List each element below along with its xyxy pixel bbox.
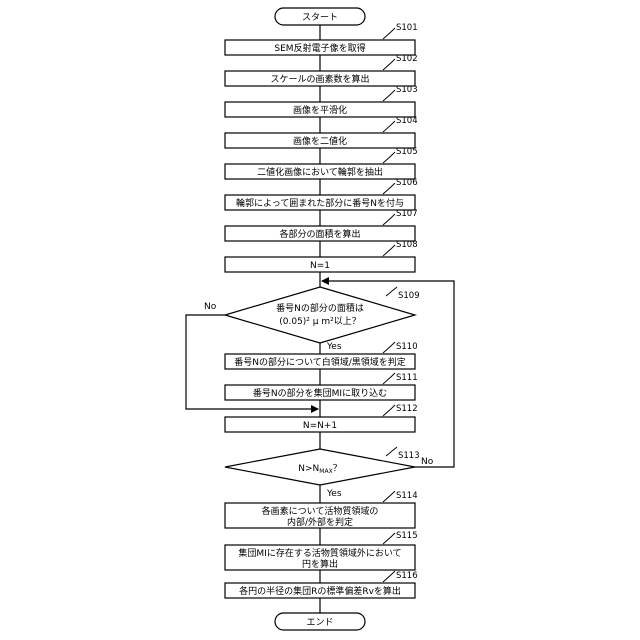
start-label: スタート <box>302 12 338 23</box>
decision-s113-main: N>N <box>298 464 319 474</box>
step-s105-text: 二値化画像において輪郭を抽出 <box>257 166 383 178</box>
step-s111-id: S111 <box>396 373 418 383</box>
start-terminal: スタート <box>275 8 365 25</box>
step-s104-text: 画像を二値化 <box>293 135 347 147</box>
step-s107-box: 各部分の面積を算出 <box>225 226 415 241</box>
step-tick <box>383 183 395 194</box>
step-s104-box: 画像を二値化 <box>225 133 415 148</box>
step-s115-id: S115 <box>396 531 418 541</box>
step-s107-text: 各部分の面積を算出 <box>279 228 360 240</box>
step-s112-text: N=N+1 <box>303 421 337 431</box>
step-s104-id: S104 <box>396 116 418 126</box>
step-tick <box>383 121 395 132</box>
step-s113-id: S113 <box>398 451 420 461</box>
step-tick <box>383 214 395 225</box>
step-s108-id: S108 <box>396 240 418 250</box>
step-s115-line2: 円を算出 <box>302 558 338 570</box>
step-s110-box: 番号Nの部分について白領域/黒領域を判定 <box>225 354 415 369</box>
step-tick <box>383 491 395 502</box>
step-s103-id: S103 <box>396 85 418 95</box>
step-s101-id: S101 <box>396 23 418 33</box>
step-tick <box>386 287 397 296</box>
step-s103-text: 画像を平滑化 <box>293 104 347 116</box>
step-s115-line1: 集団MIに存在する活物質領域外において <box>238 547 401 559</box>
step-s112-id: S112 <box>396 404 418 414</box>
step-s114-line1: 各画素について活物質領域の <box>262 505 379 517</box>
step-s108-text: N=1 <box>310 261 330 271</box>
step-s106-text: 輪郭によって囲まれた部分に番号Nを付与 <box>236 197 404 209</box>
s113-yes-label: Yes <box>326 489 342 499</box>
step-s115-box: 集団MIに存在する活物質領域外において 円を算出 <box>225 545 415 570</box>
end-terminal: エンド <box>275 613 365 630</box>
step-s102-id: S102 <box>396 54 418 64</box>
step-s106-id: S106 <box>396 178 418 188</box>
step-tick <box>383 28 395 39</box>
step-s102-text: スケールの画素数を算出 <box>270 73 369 85</box>
step-s107-id: S107 <box>396 209 418 219</box>
step-s114-line2: 内部/外部を判定 <box>287 516 353 528</box>
step-s110-text: 番号Nの部分について白領域/黒領域を判定 <box>234 356 406 368</box>
step-s105-box: 二値化画像において輪郭を抽出 <box>225 164 415 179</box>
step-s114-box: 各画素について活物質領域の 内部/外部を判定 <box>225 503 415 528</box>
step-s116-box: 各円の半径の集団Rの標準偏差Rvを算出 <box>225 583 415 598</box>
step-s111-box: 番号Nの部分を集団MIに取り込む <box>225 385 415 400</box>
step-s116-text: 各円の半径の集団Rの標準偏差Rvを算出 <box>239 585 401 597</box>
step-tick <box>383 342 395 353</box>
step-tick <box>383 245 395 256</box>
decision-s113-tail: ？ <box>333 464 342 474</box>
decision-s113-sub: MAX <box>319 468 332 475</box>
step-s109-id: S109 <box>398 291 420 301</box>
step-s101-box: SEM反射電子像を取得 <box>225 40 415 55</box>
step-tick <box>383 405 395 416</box>
end-label: エンド <box>306 618 333 628</box>
step-s106-box: 輪郭によって囲まれた部分に番号Nを付与 <box>225 195 415 210</box>
step-s105-id: S105 <box>396 147 418 157</box>
s109-yes-label: Yes <box>326 342 342 352</box>
decision-s113: N>NMAX？ <box>225 449 415 485</box>
s113-no-label: No <box>421 457 434 467</box>
step-s102-box: スケールの画素数を算出 <box>225 71 415 86</box>
s109-no-label: No <box>204 302 217 312</box>
step-s114-id: S114 <box>396 491 418 501</box>
step-tick <box>383 571 395 582</box>
step-tick <box>383 152 395 163</box>
step-s103-box: 画像を平滑化 <box>225 102 415 117</box>
decision-s109-line1: 番号Nの部分の面積は <box>276 302 364 314</box>
step-tick <box>383 59 395 70</box>
step-tick <box>386 447 397 456</box>
step-s116-id: S116 <box>396 571 418 581</box>
step-tick <box>383 90 395 101</box>
step-tick <box>383 533 395 544</box>
decision-s109-line2: (0.05)² μ m²以上？ <box>279 316 361 327</box>
step-s112-box: N=N+1 <box>225 417 415 432</box>
step-tick <box>383 373 395 384</box>
step-s111-text: 番号Nの部分を集団MIに取り込む <box>253 387 387 399</box>
step-s108-box: N=1 <box>225 257 415 272</box>
step-s101-text: SEM反射電子像を取得 <box>274 42 365 54</box>
step-s110-id: S110 <box>396 342 418 352</box>
